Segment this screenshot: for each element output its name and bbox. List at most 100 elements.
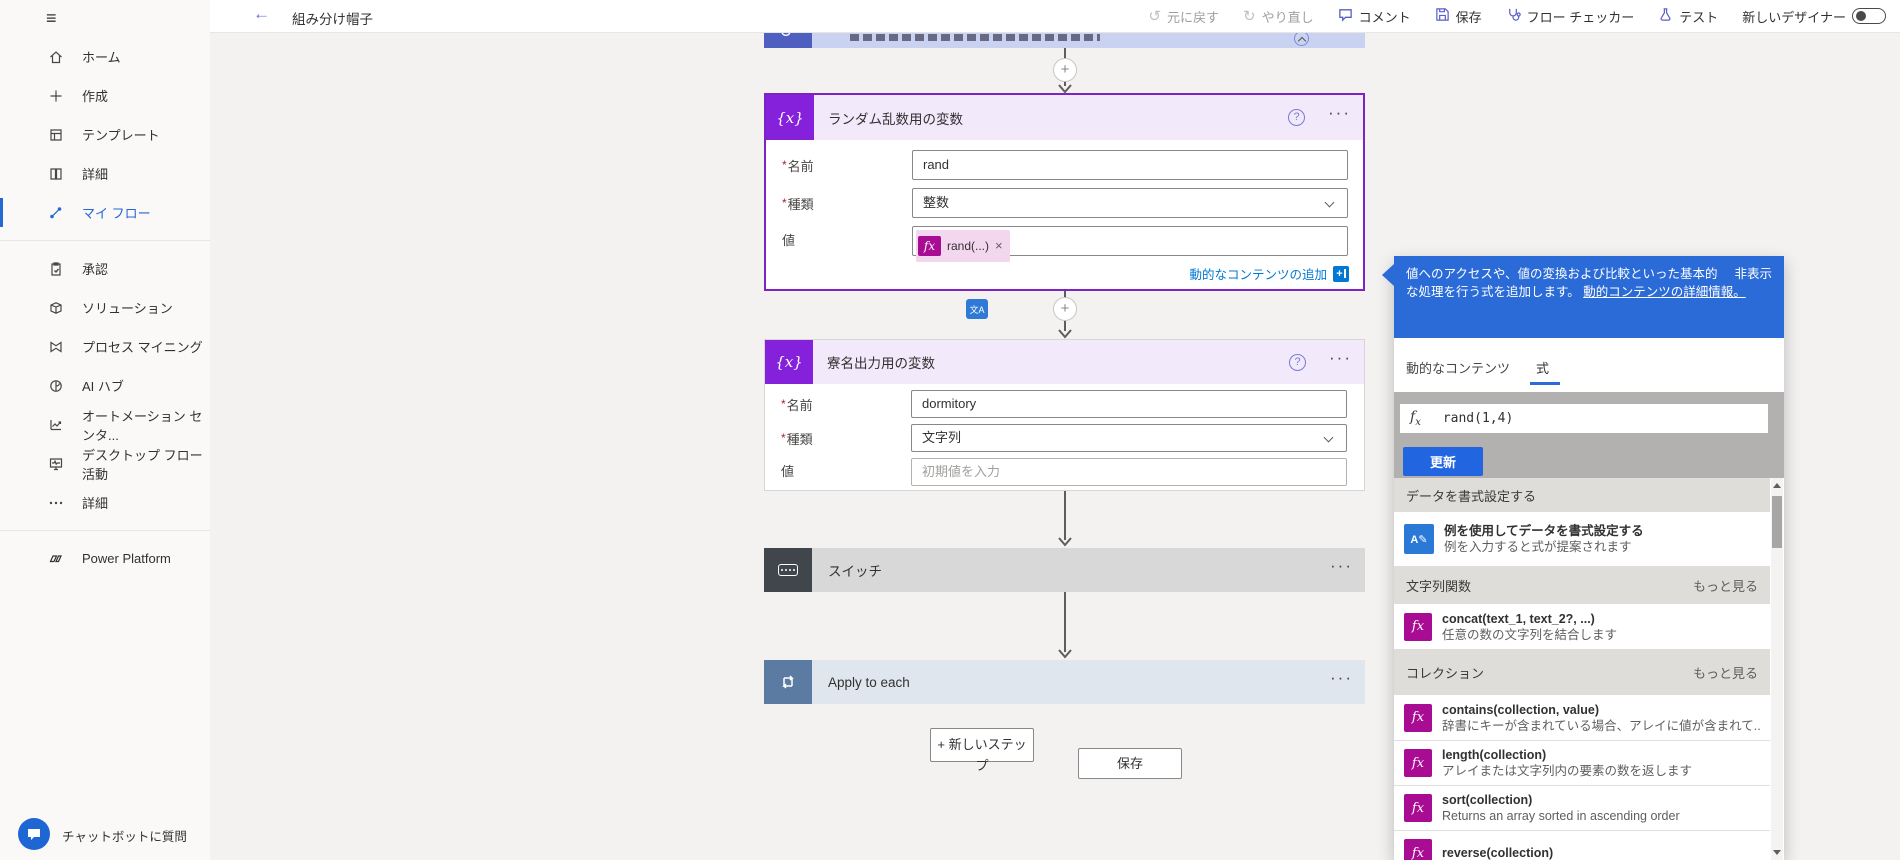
- redo-label: やり直し: [1261, 9, 1314, 25]
- panel-tabs: 動的なコンテンツ 式: [1394, 338, 1784, 392]
- help-icon[interactable]: ?: [1288, 109, 1305, 126]
- sidebar-item-ai-hub[interactable]: AI ハブ: [0, 366, 210, 405]
- sidebar-item-approvals[interactable]: 承認: [0, 249, 210, 288]
- sidebar-item-desktop-flow[interactable]: デスクトップ フロー活動: [0, 444, 210, 483]
- panel-scrollbar[interactable]: [1771, 478, 1783, 860]
- trigger-card-partial[interactable]: ↻: [764, 30, 1365, 48]
- new-designer-toggle[interactable]: [1852, 8, 1886, 24]
- save-toolbar-label: 保存: [1455, 9, 1482, 25]
- solutions-icon: [50, 301, 62, 314]
- sidebar-item-home[interactable]: ホーム: [0, 37, 210, 76]
- tab-expression[interactable]: 式: [1536, 361, 1550, 376]
- undo-button[interactable]: ↺ 元に戻す: [1148, 7, 1219, 26]
- name-input[interactable]: dormitory: [911, 390, 1347, 418]
- remove-icon[interactable]: ×: [995, 238, 1003, 253]
- see-more-link[interactable]: もっと見る: [1692, 665, 1758, 681]
- comment-button[interactable]: コメント: [1338, 7, 1411, 26]
- list-item-title: sort(collection): [1442, 793, 1533, 807]
- translate-icon[interactable]: 文A: [966, 299, 988, 319]
- help-icon[interactable]: ?: [1289, 354, 1306, 371]
- connector-line: [1064, 592, 1066, 652]
- scrollbar-thumb[interactable]: [1772, 496, 1782, 548]
- new-step-button[interactable]: + 新しいステップ: [930, 728, 1034, 773]
- process-mining-icon: [50, 340, 62, 353]
- list-item-subtitle: Returns an array sorted in ascending ord…: [1442, 809, 1680, 823]
- book-icon: [50, 167, 62, 180]
- sidebar-item-templates[interactable]: テンプレート: [0, 115, 210, 154]
- card-switch[interactable]: スイッチ ···: [764, 548, 1365, 592]
- sidebar-item-solutions[interactable]: ソリューション: [0, 288, 210, 327]
- value-input[interactable]: fx rand(...) ×: [912, 226, 1348, 262]
- flow-title: 組み分け帽子: [292, 12, 373, 27]
- sidebar-item-power-platform[interactable]: Power Platform: [0, 539, 210, 578]
- type-select[interactable]: 整数: [912, 188, 1348, 218]
- card-title: 寮名出力用の変数: [827, 356, 935, 371]
- card-apply-to-each[interactable]: Apply to each ···: [764, 660, 1365, 704]
- card-menu-icon[interactable]: ···: [1330, 668, 1353, 687]
- dynamic-content-info-link[interactable]: 動的コンテンツの詳細情報。: [1583, 285, 1746, 299]
- list-item-length[interactable]: fx length(collection) アレイまたは文字列内の要素の数を返し…: [1394, 740, 1770, 785]
- sidebar-nav: ホーム 作成 テンプレート 詳細 マイ フロー 承認: [0, 37, 210, 578]
- card-random-header[interactable]: {x} ランダム乱数用の変数: [766, 95, 1363, 140]
- list-item-reverse[interactable]: fx reverse(collection): [1394, 830, 1770, 860]
- sidebar-divider: [0, 240, 210, 241]
- list-item-contains[interactable]: fx contains(collection, value) 辞書にキーが含まれ…: [1394, 695, 1770, 740]
- list-item-format-by-example[interactable]: A✎ 例を使用してデータを書式設定する 例を入力すると式が提案されます: [1394, 512, 1770, 566]
- expression-pill[interactable]: fx rand(...) ×: [916, 230, 1010, 262]
- sidebar-item-label: オートメーション センタ...: [82, 408, 203, 443]
- expression-pill-label: rand(...): [947, 239, 990, 253]
- list-item-concat[interactable]: fx concat(text_1, text_2?, ...) 任意の数の文字列…: [1394, 604, 1770, 649]
- insert-step-button[interactable]: +: [1053, 58, 1077, 82]
- hamburger-icon[interactable]: ≡: [46, 8, 57, 28]
- name-input[interactable]: rand: [912, 150, 1348, 180]
- value-input[interactable]: 初期値を入力: [911, 458, 1347, 486]
- hide-link[interactable]: 非表示: [1734, 267, 1772, 281]
- scroll-down-icon[interactable]: [1773, 850, 1781, 855]
- sidebar-item-process-mining[interactable]: プロセス マイニング: [0, 327, 210, 366]
- expression-input[interactable]: fx rand(1,4): [1400, 404, 1768, 433]
- connector-line: [1064, 491, 1066, 540]
- type-value: 文字列: [922, 430, 962, 445]
- required-mark: *: [782, 158, 787, 172]
- sidebar-item-more[interactable]: 詳細: [0, 483, 210, 522]
- insert-step-button[interactable]: +: [1053, 297, 1077, 321]
- card-menu-icon[interactable]: ···: [1328, 103, 1351, 122]
- card-menu-icon[interactable]: ···: [1329, 348, 1352, 367]
- sidebar-item-create[interactable]: 作成: [0, 76, 210, 115]
- card-dormitory-header[interactable]: {x} 寮名出力用の変数: [765, 340, 1364, 384]
- field-row-type: *種類 文字列: [765, 424, 1364, 452]
- add-dynamic-content-link[interactable]: 動的なコンテンツの追加 +: [1189, 264, 1349, 283]
- see-more-link[interactable]: もっと見る: [1692, 578, 1758, 594]
- sidebar-item-label: ソリューション: [82, 301, 173, 316]
- redo-button[interactable]: ↻ やり直し: [1243, 7, 1314, 26]
- test-button[interactable]: テスト: [1658, 7, 1718, 26]
- save-toolbar-button[interactable]: 保存: [1435, 7, 1482, 26]
- scroll-up-icon[interactable]: [1773, 483, 1781, 488]
- variable-icon: {x}: [766, 95, 814, 140]
- expression-value: rand(1,4): [1442, 411, 1514, 426]
- sidebar-item-learn[interactable]: 詳細: [0, 154, 210, 193]
- type-select[interactable]: 文字列: [911, 424, 1347, 452]
- fx-icon: fx: [1410, 409, 1421, 428]
- sidebar-item-my-flows[interactable]: マイ フロー: [0, 193, 210, 232]
- chatbot-button[interactable]: [18, 818, 50, 850]
- tab-dynamic-content[interactable]: 動的なコンテンツ: [1406, 361, 1511, 376]
- list-item-sort[interactable]: fx sort(collection) Returns an array sor…: [1394, 785, 1770, 830]
- field-row-type: *種類 整数: [766, 188, 1363, 218]
- card-menu-icon[interactable]: ···: [1330, 556, 1353, 575]
- desktop-flow-icon: [49, 457, 63, 470]
- back-arrow-icon[interactable]: ←: [253, 4, 270, 23]
- list-item-title: reverse(collection): [1442, 846, 1554, 860]
- sidebar-item-label: AI ハブ: [82, 379, 124, 394]
- field-row-name: *名前 rand: [766, 150, 1363, 180]
- sidebar-item-automation-center[interactable]: オートメーション センタ...: [0, 405, 210, 444]
- type-label: 種類: [787, 197, 814, 212]
- update-button[interactable]: 更新: [1403, 447, 1483, 476]
- collapse-icon[interactable]: [1294, 31, 1309, 46]
- flow-checker-button[interactable]: フロー チェッカー: [1506, 7, 1634, 26]
- redo-icon: ↻: [1242, 7, 1256, 25]
- callout-banner: 非表示 値へのアクセスや、値の変換および比較といった基本的な処理を行う式を追加し…: [1394, 256, 1784, 338]
- value-label: 値: [781, 464, 795, 479]
- save-button[interactable]: 保存: [1078, 748, 1182, 779]
- undo-label: 元に戻す: [1166, 9, 1219, 25]
